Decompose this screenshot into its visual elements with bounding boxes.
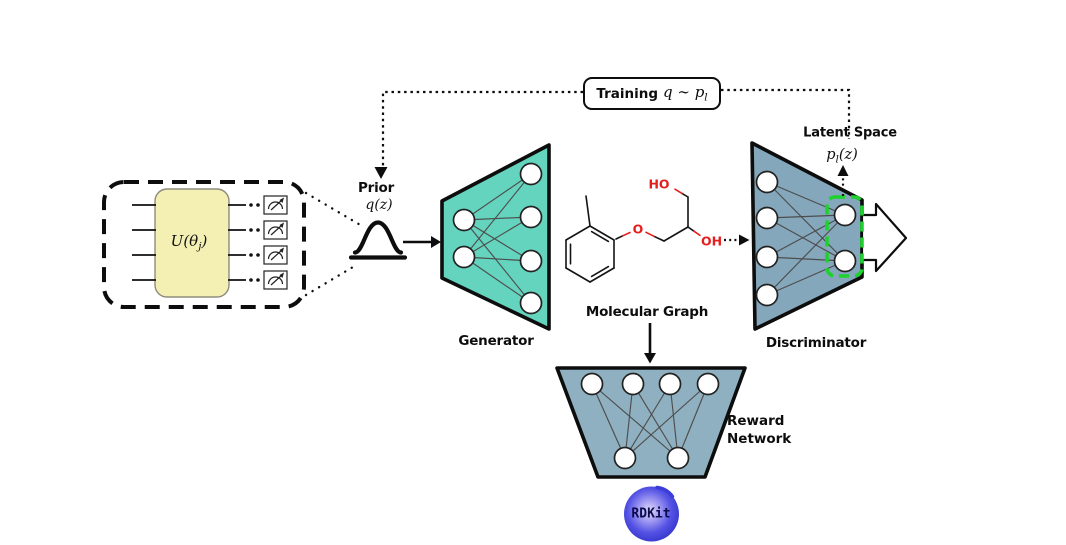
reward-edges [591, 383, 709, 459]
arrow-down-into-reward [644, 353, 656, 364]
molecular-graph-label: Molecular Graph [585, 304, 709, 320]
prior-math: q(z) [365, 197, 393, 213]
generator-network [440, 143, 551, 331]
rdkit-swirl-icon [655, 485, 675, 499]
reward-network [555, 366, 747, 479]
molecule-heteroatom-bonds [622, 188, 701, 238]
discriminator-output-arrow [860, 202, 908, 273]
training-dotted-line-right [721, 88, 851, 139]
rdkit-logo [624, 485, 679, 542]
training-box: Training q ∼ pl [583, 77, 721, 110]
prior-distribution-curve [348, 220, 408, 260]
reward-nodes [580, 372, 720, 470]
measurement-gauge-icons [263, 195, 288, 290]
prior-label: Prior [357, 180, 395, 196]
training-dotted-line-left [381, 90, 583, 167]
training-math: q ∼ pl [662, 83, 708, 104]
training-label: Training [596, 85, 658, 102]
qubit-wires [132, 204, 246, 281]
atom-label-oh: OH [700, 233, 723, 248]
rdkit-label: RDKit [631, 506, 671, 522]
atom-label-o: O [632, 221, 644, 236]
arrow-right-into-generator [431, 236, 441, 248]
wire-ellipsis-dots [249, 203, 260, 282]
reward-network-label: Reward Network [727, 413, 792, 447]
arrow-down-to-prior [374, 167, 388, 179]
quantum-circuit-box [102, 180, 306, 309]
discriminator-nodes [755, 170, 857, 307]
molecule-skeleton [565, 192, 695, 283]
latent-space-highlight-box [825, 195, 864, 278]
latent-space-math: pl(z) [826, 146, 858, 166]
measurement-gauge-icon [263, 270, 288, 290]
discriminator-label: Discriminator [765, 335, 867, 351]
arrow-up-to-latent-label [837, 165, 849, 176]
atom-label-ho: HO [648, 176, 670, 192]
discriminator-network [750, 141, 864, 331]
latent-space-label: Latent Space [803, 125, 897, 141]
discriminator-edges [766, 181, 846, 296]
generator-label: Generator [458, 333, 534, 349]
unitary-gate-label: U(θj) [170, 231, 208, 253]
generator-nodes [452, 162, 543, 315]
arrow-right-into-discriminator [739, 234, 750, 246]
measurement-gauge-icon [263, 195, 288, 215]
unitary-gate-box [154, 188, 230, 298]
measurement-gauge-icon [263, 220, 288, 240]
circuit-to-prior-dotted-lines [304, 191, 364, 297]
measurement-gauge-icon [263, 245, 288, 265]
